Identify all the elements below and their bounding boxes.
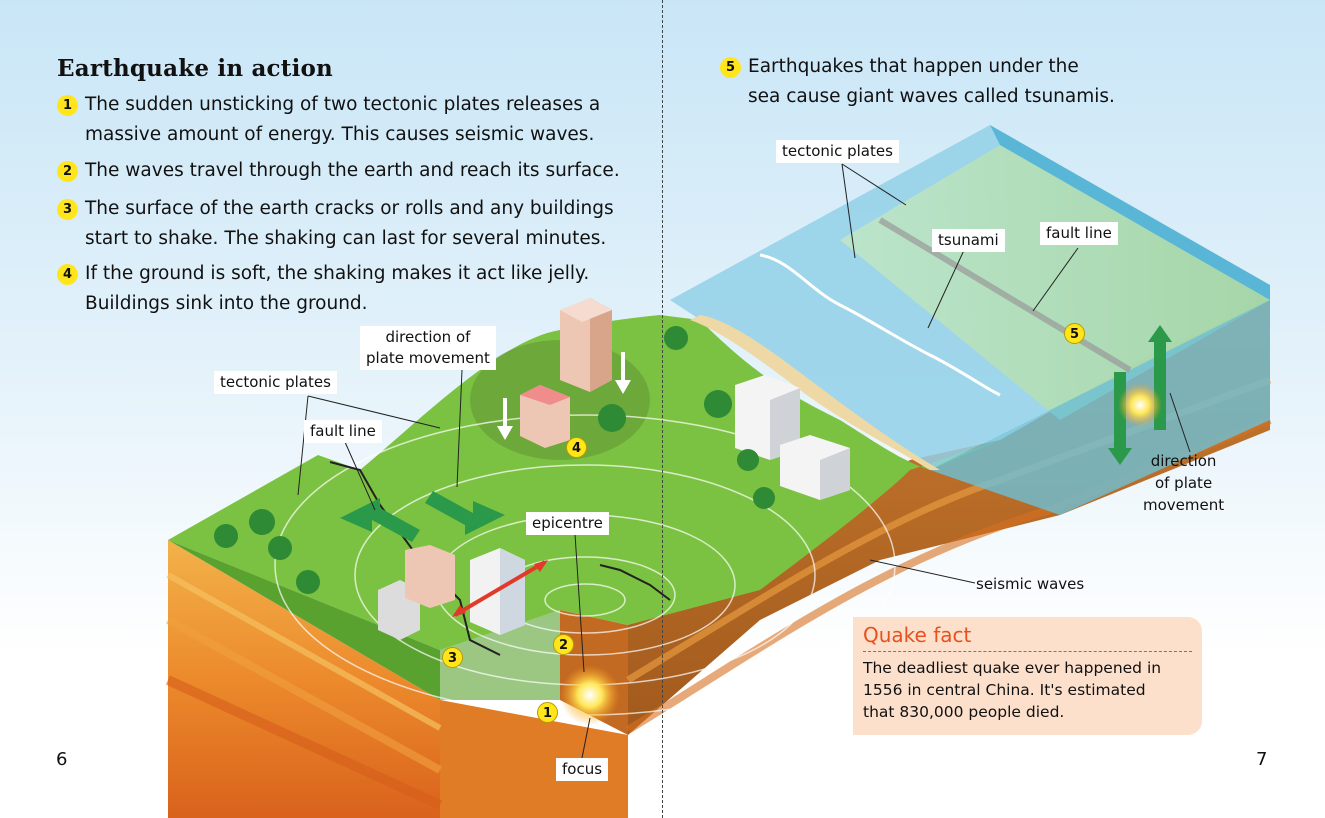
- earth-front-mid: [440, 700, 628, 818]
- label-direction-left: direction of plate movement: [360, 326, 496, 370]
- tsunami-burst: [1118, 383, 1162, 427]
- fact-title: Quake fact: [863, 623, 972, 647]
- marker-5: 5: [1064, 323, 1085, 344]
- tsunami-wave: [759, 253, 1001, 397]
- page-number-left: 6: [56, 749, 68, 770]
- arrow-left: [340, 498, 420, 542]
- earth-front-left: [168, 540, 440, 818]
- fact-divider: [863, 651, 1192, 652]
- step-text: The surface of the earth cracks or rolls…: [85, 198, 614, 249]
- step-2: 2 The waves travel through the earth and …: [57, 156, 620, 186]
- label-tectonic-plates-right: tectonic plates: [776, 140, 899, 163]
- step-badge: 2: [57, 161, 78, 182]
- building-beach: [735, 375, 850, 500]
- page-divider: [662, 0, 663, 818]
- step-1: 1 The sudden unsticking of two tectonic p…: [57, 90, 600, 150]
- label-epicentre: epicentre: [526, 512, 609, 535]
- step-4: 4 If the ground is soft, the shaking make…: [57, 259, 589, 319]
- step-badge: 4: [57, 264, 78, 285]
- marker-4: 4: [566, 437, 587, 458]
- step-text: The sudden unsticking of two tectonic pl…: [85, 94, 601, 145]
- step-5: 5 Earthquakes that happen under the sea c…: [720, 52, 1115, 112]
- sinking-arrows: [497, 352, 631, 440]
- leader-lines: [297, 163, 1191, 759]
- focus-burst: [560, 665, 620, 725]
- step-text: If the ground is soft, the shaking makes…: [85, 263, 590, 314]
- quake-fact-box: Quake fact The deadliest quake ever happ…: [853, 617, 1202, 735]
- marker-3: 3: [442, 647, 463, 668]
- step-badge: 1: [57, 95, 78, 116]
- label-tectonic-plates-left: tectonic plates: [214, 371, 337, 394]
- page-title: Earthquake in action: [57, 55, 333, 82]
- step-3: 3 The surface of the earth cracks or roll…: [57, 194, 614, 254]
- step-text: Earthquakes that happen under the sea ca…: [748, 56, 1115, 107]
- label-direction-right: direction of plate movement: [1143, 452, 1225, 514]
- step-text: The waves travel through the earth and r…: [85, 160, 620, 181]
- building-leaning: [378, 545, 525, 640]
- step-badge: 5: [720, 57, 741, 78]
- marker-2: 2: [553, 634, 574, 655]
- label-focus: focus: [556, 758, 609, 781]
- label-seismic-waves: seismic waves: [976, 575, 1085, 593]
- label-fault-line-left: fault line: [304, 420, 382, 443]
- trees: [214, 326, 775, 594]
- building-top-small: [520, 385, 570, 448]
- building-top-tall: [560, 298, 612, 392]
- marker-1: 1: [537, 702, 558, 723]
- fact-body: The deadliest quake ever happened in 155…: [863, 659, 1162, 721]
- page-number-right: 7: [1256, 749, 1268, 770]
- sea-front: [930, 300, 1270, 515]
- step-badge: 3: [57, 199, 78, 220]
- arrow-right: [425, 491, 505, 535]
- label-tsunami: tsunami: [932, 229, 1005, 252]
- label-fault-line-right: fault line: [1040, 222, 1118, 245]
